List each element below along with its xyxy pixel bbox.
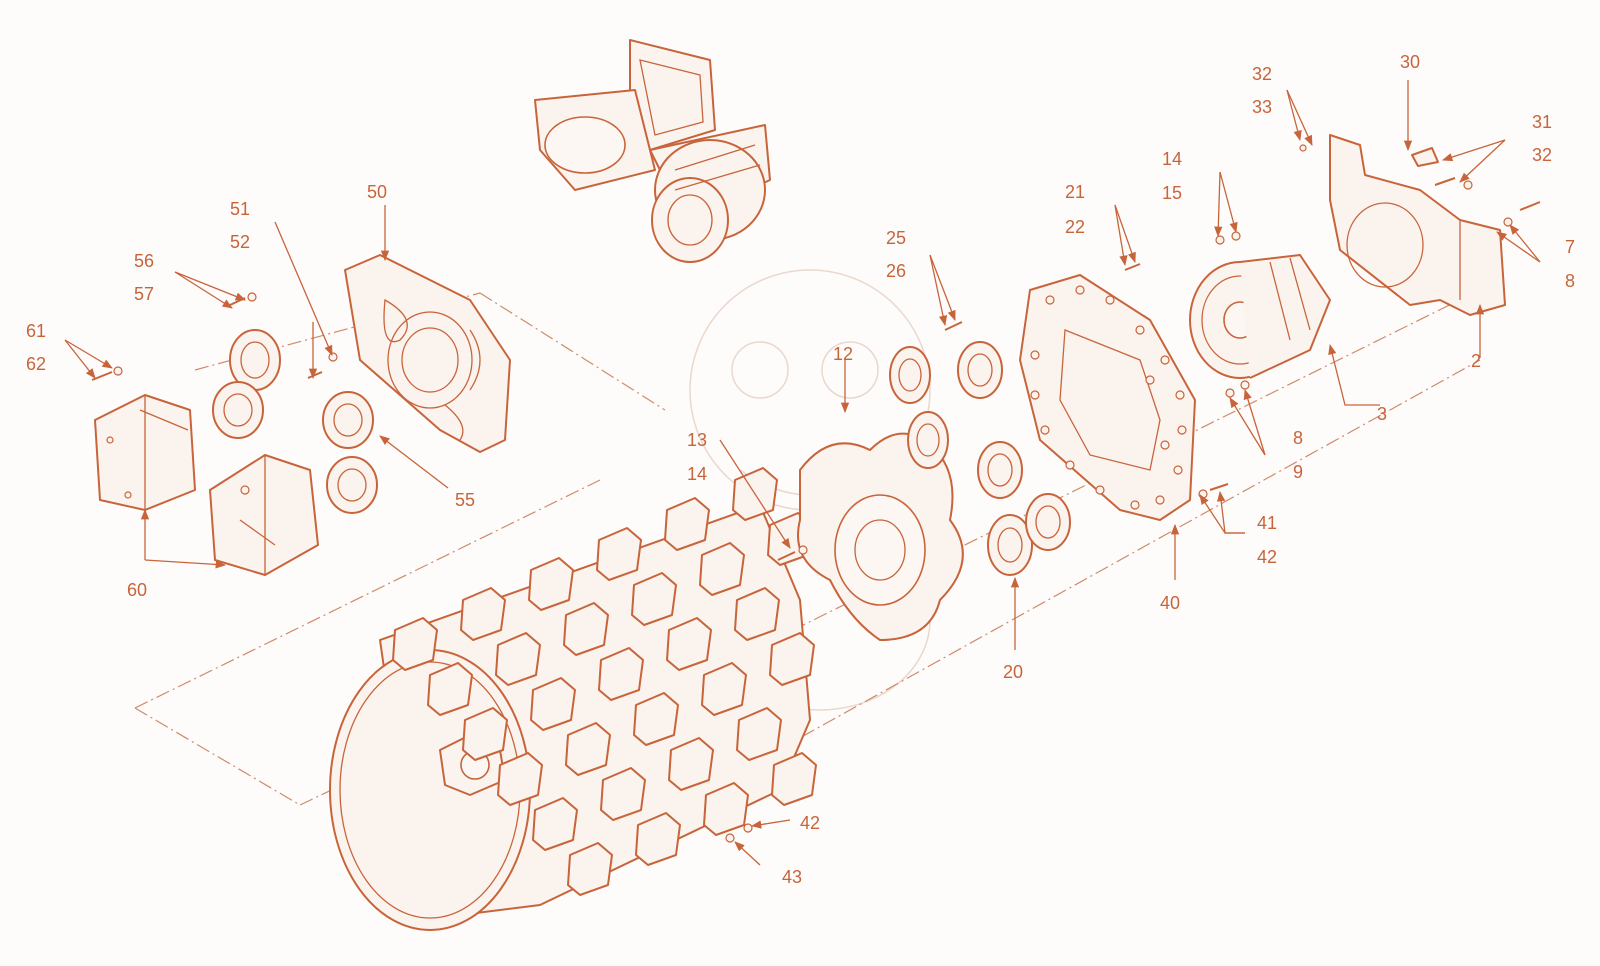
drum-pad: [664, 497, 710, 551]
drum-pad: [631, 572, 677, 626]
drum-pad: [703, 782, 749, 836]
drum-pad: [699, 542, 745, 596]
plate-hole: [1075, 285, 1085, 295]
plate-hole: [1160, 440, 1170, 450]
drum-pads: [392, 467, 817, 896]
callout-26: 26: [885, 261, 907, 281]
callout-57: 57: [133, 284, 155, 304]
callout-51: 51: [229, 199, 251, 219]
drum-pad: [769, 632, 815, 686]
drum-pad: [600, 767, 646, 821]
drum-pad: [427, 662, 473, 716]
callout-25: 25: [885, 228, 907, 248]
drum-pad: [495, 632, 541, 686]
plate-hole: [1173, 465, 1183, 475]
callout-20: 20: [1002, 662, 1024, 682]
plate-40: [1019, 274, 1196, 521]
callout-15: 15: [1161, 183, 1183, 203]
callout-8: 8: [1564, 271, 1576, 291]
bracket-2: [1329, 134, 1506, 316]
plate-hole: [1130, 500, 1140, 510]
plate-50: [344, 254, 511, 453]
plate-hole: [1040, 425, 1050, 435]
callout-8-lower: 8: [1292, 428, 1304, 448]
drum-pad: [565, 722, 611, 776]
callout-13: 13: [686, 430, 708, 450]
plate-hole: [1175, 390, 1185, 400]
drum-pad: [532, 797, 578, 851]
plate-hole: [1160, 355, 1170, 365]
drum-pad: [497, 752, 543, 806]
callout-55: 55: [454, 490, 476, 510]
callout-12: 12: [832, 344, 854, 364]
callout-31: 31: [1531, 112, 1553, 132]
plate-hole: [1095, 485, 1105, 495]
callout-62: 62: [25, 354, 47, 374]
gasket-12: [797, 432, 964, 641]
drum-pad: [567, 842, 613, 896]
drive-motor-3: [1189, 254, 1331, 379]
callout-40: 40: [1159, 593, 1181, 613]
callout-60: 60: [126, 580, 148, 600]
callout-61: 61: [25, 321, 47, 341]
drum-pad: [528, 557, 574, 611]
drum-pad: [734, 587, 780, 641]
drum-pad: [635, 812, 681, 866]
compactor-machine: [534, 39, 771, 263]
plate-hole: [1177, 425, 1187, 435]
assembly-centerlines: [134, 279, 1501, 806]
callout-50: 50: [366, 182, 388, 202]
callout-2: 2: [1470, 351, 1482, 371]
drum-pad: [460, 587, 506, 641]
caps-55: [212, 329, 378, 514]
callout-9: 9: [1292, 462, 1304, 482]
callout-21: 21: [1064, 182, 1086, 202]
callout-41: 41: [1256, 513, 1278, 533]
drum-pad: [392, 617, 438, 671]
callout-22: 22: [1064, 217, 1086, 237]
plate-hole: [1135, 325, 1145, 335]
callout-30: 30: [1399, 52, 1421, 72]
plate-hole: [1030, 390, 1040, 400]
drum-pad: [736, 707, 782, 761]
drum-pad: [462, 707, 508, 761]
plate-hole: [1155, 495, 1165, 505]
callout-7: 7: [1564, 237, 1576, 257]
callout-32-right: 32: [1531, 145, 1553, 165]
drum-pad: [596, 527, 642, 581]
callout-42-lower: 42: [799, 813, 821, 833]
drum-pad: [633, 692, 679, 746]
leader-lines: [64, 80, 1541, 866]
drum-pad: [530, 677, 576, 731]
plate-hole: [1105, 295, 1115, 305]
plate-hole: [1030, 350, 1040, 360]
drum-pad: [701, 662, 747, 716]
callout-43: 43: [781, 867, 803, 887]
plate-hole: [1145, 375, 1155, 385]
drum-pad: [771, 752, 817, 806]
drum-pad: [563, 602, 609, 656]
callout-56: 56: [133, 251, 155, 271]
drum-pad: [598, 647, 644, 701]
callout-3: 3: [1376, 404, 1388, 424]
callout-32: 32: [1251, 64, 1273, 84]
fasteners-left: [91, 292, 338, 381]
plate-40-holes: [1030, 285, 1187, 510]
bracket-60: [94, 394, 319, 576]
caps-20: [889, 341, 1071, 576]
callout-52: 52: [229, 232, 251, 252]
callout-42: 42: [1256, 547, 1278, 567]
callout-14-lower: 14: [686, 464, 708, 484]
callout-14: 14: [1161, 149, 1183, 169]
plate-hole: [1065, 460, 1075, 470]
callout-33: 33: [1251, 97, 1273, 117]
drum-pad: [668, 737, 714, 791]
drum-pad: [666, 617, 712, 671]
plate-hole: [1045, 295, 1055, 305]
